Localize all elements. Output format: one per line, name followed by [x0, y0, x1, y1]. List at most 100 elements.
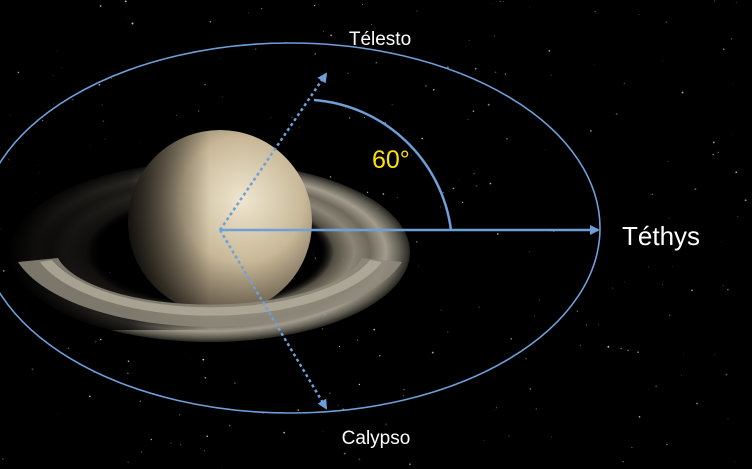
- star: [525, 358, 527, 360]
- label-calypso: Calypso: [342, 428, 411, 449]
- star: [52, 75, 54, 77]
- star: [732, 82, 734, 84]
- star: [681, 375, 682, 376]
- star: [666, 444, 668, 446]
- star: [127, 372, 129, 374]
- star: [362, 3, 364, 5]
- star: [624, 281, 626, 283]
- star: [579, 344, 582, 347]
- star: [283, 431, 285, 434]
- star: [57, 412, 59, 414]
- star: [643, 236, 645, 238]
- star: [203, 449, 206, 452]
- star: [683, 352, 685, 354]
- star: [234, 382, 236, 384]
- star: [487, 103, 490, 106]
- star: [637, 351, 639, 353]
- star: [651, 193, 653, 195]
- star: [416, 10, 418, 12]
- star: [462, 201, 464, 204]
- star: [458, 179, 460, 181]
- star: [672, 266, 673, 267]
- star: [291, 116, 293, 118]
- star: [433, 89, 435, 91]
- star: [576, 310, 579, 312]
- star: [496, 233, 499, 235]
- star: [127, 360, 130, 363]
- star: [330, 34, 333, 37]
- star: [357, 339, 359, 341]
- star: [735, 171, 737, 173]
- star: [506, 137, 508, 140]
- star: [538, 299, 540, 301]
- star: [42, 119, 44, 122]
- star: [385, 423, 388, 426]
- star: [0, 227, 1, 230]
- star: [727, 418, 729, 420]
- star: [101, 104, 103, 106]
- star: [590, 130, 592, 132]
- star: [712, 141, 715, 144]
- star: [329, 392, 331, 394]
- star: [219, 57, 221, 59]
- star: [494, 71, 497, 74]
- star: [382, 193, 385, 195]
- star: [714, 354, 715, 355]
- star: [493, 35, 496, 37]
- star: [607, 345, 610, 348]
- star: [648, 266, 649, 268]
- star: [502, 0, 504, 2]
- star: [204, 83, 206, 86]
- star: [508, 435, 510, 437]
- star: [734, 460, 736, 462]
- star: [529, 6, 531, 8]
- arrow-to-calypso: [218, 229, 328, 410]
- star: [622, 460, 625, 463]
- star: [727, 289, 729, 291]
- star: [717, 151, 719, 154]
- star: [489, 182, 492, 185]
- star: [98, 83, 101, 86]
- star: [475, 185, 478, 187]
- star: [418, 265, 419, 267]
- star: [396, 197, 398, 199]
- star: [440, 309, 442, 311]
- star: [111, 78, 113, 79]
- star: [56, 50, 58, 52]
- star: [358, 458, 361, 461]
- star: [131, 22, 134, 25]
- star: [474, 67, 477, 70]
- star: [667, 161, 669, 163]
- star: [337, 404, 339, 406]
- star: [344, 434, 347, 437]
- star: [529, 387, 532, 390]
- star: [662, 284, 663, 286]
- star: [67, 347, 70, 350]
- star: [409, 463, 411, 466]
- star: [465, 66, 467, 68]
- star: [322, 31, 324, 32]
- star: [440, 206, 441, 208]
- star: [533, 315, 535, 317]
- star: [297, 409, 300, 411]
- star: [403, 388, 405, 391]
- star: [373, 328, 376, 331]
- label-telesto: Télesto: [349, 29, 411, 50]
- arrow-to-telesto: [218, 72, 328, 231]
- star: [141, 451, 143, 453]
- star: [200, 448, 201, 449]
- star: [88, 395, 91, 398]
- star: [202, 358, 205, 361]
- star: [529, 251, 531, 252]
- star: [228, 424, 231, 427]
- star: [71, 98, 74, 101]
- star: [9, 114, 11, 116]
- star: [298, 126, 301, 128]
- star: [415, 240, 418, 243]
- star: [7, 158, 10, 161]
- star: [366, 191, 369, 193]
- star: [270, 117, 272, 118]
- star: [611, 287, 614, 289]
- star: [725, 373, 728, 376]
- star: [620, 347, 622, 350]
